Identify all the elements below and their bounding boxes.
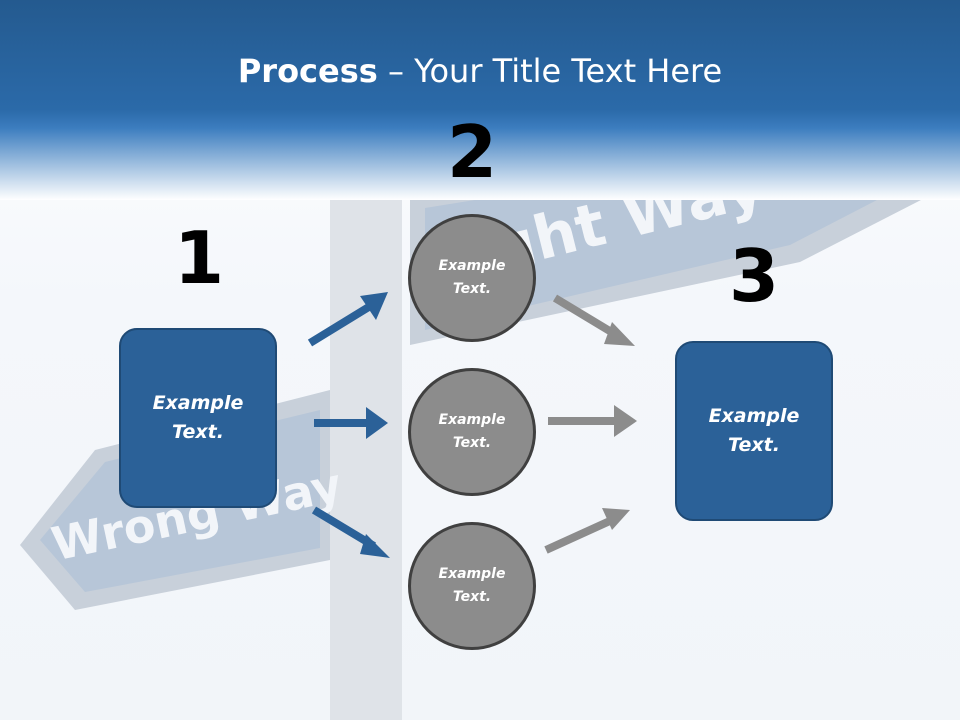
step-1-box: Example Text. [119, 328, 277, 508]
step-3-number: 3 [728, 234, 780, 318]
arrow-bottom-to-3 [544, 508, 630, 554]
step-2-circle-top: Example Text. [408, 214, 536, 342]
arrow-1-to-middle [314, 407, 388, 439]
arrow-middle-to-3 [548, 405, 637, 437]
step-2-circle-bottom: Example Text. [408, 522, 536, 650]
step-3-box: Example Text. [675, 341, 833, 521]
step-1-number: 1 [173, 216, 225, 300]
arrow-1-to-bottom [311, 506, 390, 558]
title-rest: – Your Title Text Here [377, 52, 723, 90]
title-bold: Process [237, 52, 378, 90]
step-2-circle-middle: Example Text. [408, 368, 536, 496]
step-2-number: 2 [446, 110, 498, 194]
arrow-top-to-3 [552, 294, 635, 346]
header-band [0, 0, 960, 200]
slide-title: Process – Your Title Text Here [0, 52, 960, 90]
arrow-1-to-top [307, 292, 388, 347]
